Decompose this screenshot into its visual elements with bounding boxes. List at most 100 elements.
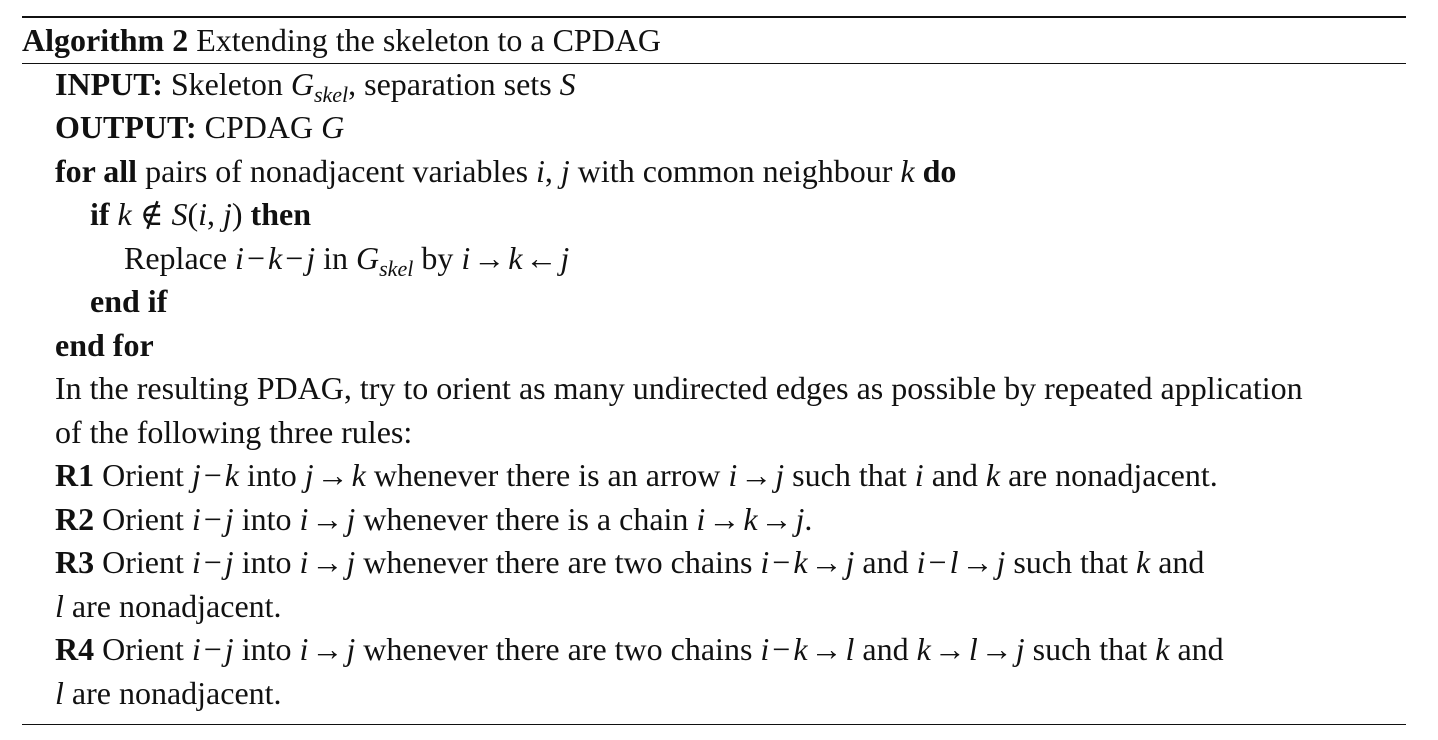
math-var: j	[795, 501, 805, 537]
rule-text: Orient	[102, 501, 184, 537]
forall-text: pairs of nonadjacent variables	[145, 153, 529, 189]
rule-r2: R2 Orient i−j into i→j whenever there is…	[55, 497, 812, 541]
output-line: OUTPUT: CPDAG G	[55, 105, 344, 149]
rule-r1: R1 Orient j−k into j→k whenever there is…	[55, 453, 1218, 497]
math-i: i	[235, 240, 244, 276]
math-var: k	[743, 501, 758, 537]
replace-text: Replace	[124, 240, 228, 276]
comma: ,	[544, 153, 553, 189]
dash-symbol: −	[246, 240, 265, 276]
input-keyword: INPUT:	[55, 66, 163, 102]
math-var: i	[191, 544, 201, 580]
math-var: k	[1155, 631, 1170, 667]
right-arrow-symbol: →	[961, 544, 994, 580]
period: .	[804, 501, 813, 537]
math-var: j	[996, 544, 1006, 580]
right-arrow-symbol: →	[311, 501, 344, 537]
rule-text: Orient	[102, 457, 184, 493]
rule-text: are nonadjacent.	[1008, 457, 1218, 493]
rule-text: whenever there are two chains	[363, 544, 753, 580]
math-G: G	[321, 109, 345, 145]
math-var: i	[916, 544, 926, 580]
rule-text: whenever there is a chain	[363, 501, 689, 537]
right-arrow-symbol: →	[980, 631, 1013, 667]
rule-r3-cont: l are nonadjacent.	[55, 584, 282, 628]
math-var: l	[845, 631, 855, 667]
rule-label: R1	[55, 457, 95, 493]
do-keyword: do	[922, 153, 957, 189]
input-text: Skeleton	[170, 66, 283, 102]
math-var: k	[224, 457, 239, 493]
math-k: k	[900, 153, 915, 189]
math-i: i	[461, 240, 471, 276]
math-var: j	[224, 631, 234, 667]
right-arrow-symbol: →	[316, 457, 349, 493]
rule-text: into	[241, 501, 292, 537]
math-G: G	[290, 66, 314, 102]
math-k: k	[508, 240, 523, 276]
if-line: if k ∉ S(i, j) then	[90, 192, 311, 236]
replace-line: Replace i−k−j in Gskel by i→k←j	[124, 236, 569, 284]
paragraph-line-1: In the resulting PDAG, try to orient as …	[55, 370, 1303, 406]
output-text: CPDAG	[204, 109, 314, 145]
math-var: j	[845, 544, 855, 580]
rule-text: and	[1158, 544, 1205, 580]
algorithm-title: Extending the skeleton to a CPDAG	[196, 22, 662, 58]
math-var: i	[696, 501, 706, 537]
paren-close: )	[231, 196, 243, 232]
math-var: j	[1015, 631, 1025, 667]
comma: ,	[206, 196, 215, 232]
right-arrow-symbol: →	[810, 631, 843, 667]
rule-label: R4	[55, 631, 95, 667]
math-var: i	[191, 631, 201, 667]
dash-symbol: −	[772, 544, 791, 580]
dash-symbol: −	[203, 501, 222, 537]
right-arrow-symbol: →	[708, 501, 741, 537]
paragraph-line-2: of the following three rules:	[55, 414, 413, 450]
rule-text: such that	[1032, 631, 1148, 667]
math-var: j	[224, 501, 234, 537]
forall-line: for all pairs of nonadjacent variables i…	[55, 149, 956, 193]
math-k: k	[117, 196, 132, 232]
rule-text: into	[241, 631, 292, 667]
bottom-rule	[22, 724, 1406, 725]
rule-label: R2	[55, 501, 95, 537]
rule-label: R3	[55, 544, 95, 580]
math-var: l	[55, 588, 64, 624]
right-arrow-symbol: →	[311, 544, 344, 580]
rule-text: into	[247, 457, 297, 493]
endif-line: end if	[90, 283, 168, 319]
then-keyword: then	[250, 196, 311, 232]
math-var: j	[304, 457, 314, 493]
math-j: j	[560, 240, 570, 276]
math-k: k	[267, 240, 283, 276]
right-arrow-symbol: →	[740, 457, 773, 493]
math-var: j	[224, 544, 234, 580]
paren-open: (	[187, 196, 199, 232]
math-var: l	[55, 675, 64, 711]
math-var: i	[299, 544, 309, 580]
math-j: j	[560, 153, 570, 189]
math-var: l	[968, 631, 978, 667]
right-arrow-symbol: →	[311, 631, 344, 667]
output-keyword: OUTPUT:	[55, 109, 197, 145]
rule-r3: R3 Orient i−j into i→j whenever there ar…	[55, 540, 1204, 584]
math-G: G	[356, 240, 380, 276]
algorithm-caption: Algorithm 2 Extending the skeleton to a …	[22, 18, 661, 62]
dash-symbol: −	[203, 544, 222, 580]
by-text: by	[421, 240, 454, 276]
rule-text: and	[862, 544, 909, 580]
dash-symbol: −	[772, 631, 791, 667]
rule-text: are nonadjacent.	[71, 675, 282, 711]
math-var: i	[728, 457, 738, 493]
notin-symbol: ∉	[139, 196, 164, 232]
rule-text: into	[241, 544, 292, 580]
forall-keyword: for all	[55, 153, 138, 189]
math-i: i	[198, 196, 207, 232]
rule-text: whenever there is an arrow	[373, 457, 721, 493]
rule-r4: R4 Orient i−j into i→j whenever there ar…	[55, 627, 1224, 671]
in-text: in	[323, 240, 349, 276]
right-arrow-symbol: →	[760, 501, 793, 537]
math-j: j	[222, 196, 232, 232]
caption-rule	[22, 63, 1406, 64]
